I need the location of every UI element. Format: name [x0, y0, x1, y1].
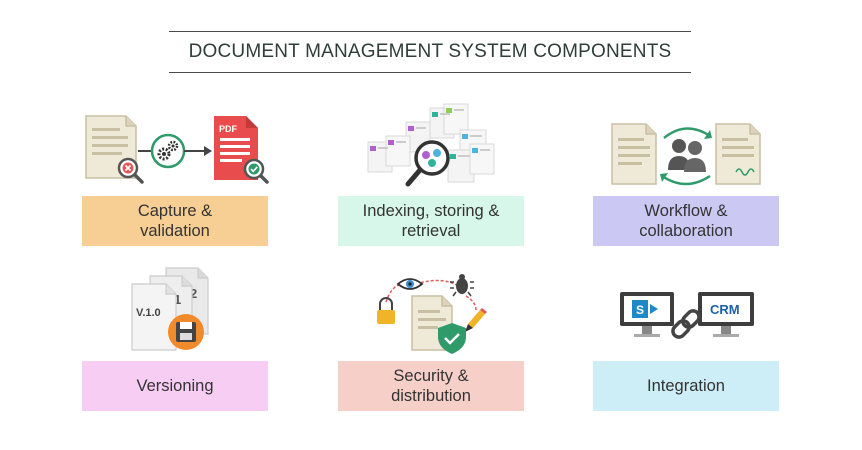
security-distribution-icon — [372, 270, 492, 356]
component-security-distribution: Security & distribution — [338, 361, 524, 411]
component-label: Capture & validation — [137, 202, 213, 240]
svg-text:CRM: CRM — [710, 302, 740, 317]
versioning-icon: 2 1 V.1.0 — [126, 262, 226, 354]
component-capture-validation: Capture & validation — [82, 196, 268, 246]
component-workflow-collaboration: Workflow & collaboration — [593, 196, 779, 246]
component-label: Security & distribution — [391, 367, 471, 405]
svg-text:1: 1 — [174, 292, 181, 307]
component-label: Versioning — [136, 377, 214, 395]
workflow-collaboration-icon — [606, 116, 766, 190]
component-integration: Integration — [593, 361, 779, 411]
svg-text:S: S — [636, 303, 644, 317]
component-versioning: Versioning — [82, 361, 268, 411]
diagram-title: DOCUMENT MANAGEMENT SYSTEM COMPONENTS — [188, 41, 672, 62]
svg-text:PDF: PDF — [219, 124, 238, 134]
svg-text:V.1.0: V.1.0 — [136, 307, 161, 319]
component-indexing-storing-retrieval: Indexing, storing & retrieval — [338, 196, 524, 246]
title-frame: DOCUMENT MANAGEMENT SYSTEM COMPONENTS — [169, 31, 691, 73]
component-label: Indexing, storing & retrieval — [362, 202, 500, 240]
integration-icon: S CRM — [618, 290, 758, 354]
svg-text:2: 2 — [190, 286, 197, 301]
component-label: Workflow & collaboration — [639, 202, 733, 240]
capture-validation-icon: PDF — [80, 108, 270, 188]
component-label: Integration — [647, 377, 725, 395]
indexing-search-icon — [360, 100, 510, 192]
